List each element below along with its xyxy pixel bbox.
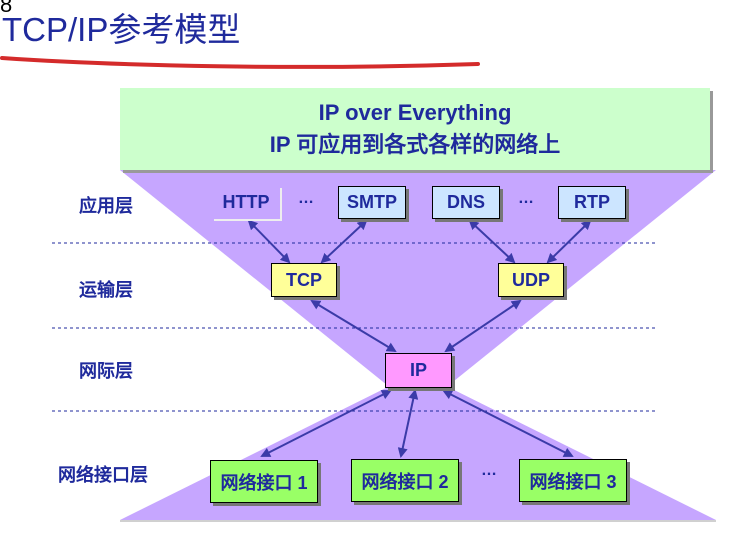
layer-label-network-interface: 网络接口层 (58, 465, 148, 485)
arrow-ip-net3 (442, 390, 574, 457)
ellipsis-network-interface: … (481, 462, 497, 479)
protocol-udp: UDP (498, 263, 564, 297)
banner: IP over Everything IP 可应用到各式各样的网络上 (120, 88, 710, 170)
arrow-dns-udp (468, 219, 516, 264)
arrow-ip-net2 (397, 389, 419, 458)
slide-number: 8 (0, 0, 13, 17)
title-underline (0, 56, 480, 69)
protocol-smtp: SMTP (338, 186, 406, 219)
layer-label-internet: 网际层 (79, 361, 133, 381)
protocol-tcp: TCP (271, 263, 337, 297)
page-title: TCP/IP参考模型 (2, 11, 241, 48)
banner-line-1: IP over Everything (318, 100, 512, 125)
arrow-tcp-ip (310, 299, 397, 353)
ellipsis-application-left: … (298, 190, 314, 207)
layer-label-transport: 运输层 (79, 280, 133, 300)
arrow-smtp-tcp (320, 219, 368, 264)
arrow-udp-ip (444, 299, 522, 353)
network-interface-3: 网络接口 3 (519, 459, 627, 502)
network-interface-2: 网络接口 2 (351, 459, 459, 502)
banner-line-2: IP 可应用到各式各样的网络上 (269, 132, 561, 157)
arrow-rtp-udp (546, 219, 592, 264)
arrow-http-tcp (247, 219, 291, 264)
layer-label-application: 应用层 (79, 196, 133, 216)
network-interface-1: 网络接口 1 (210, 460, 318, 503)
protocol-rtp: RTP (558, 186, 626, 219)
protocol-ip: IP (385, 353, 452, 388)
ellipsis-application-right: … (518, 190, 534, 207)
arrow-ip-net1 (260, 390, 392, 457)
protocol-http: HTTP (212, 186, 280, 219)
protocol-dns: DNS (432, 186, 500, 219)
